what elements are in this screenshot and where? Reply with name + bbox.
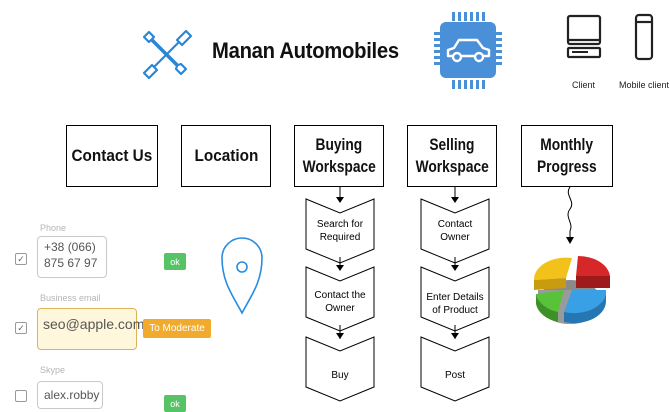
skype-checkbox[interactable] bbox=[15, 390, 27, 402]
client-label: Client bbox=[572, 80, 596, 90]
selling-step-2-line1: Enter Details bbox=[426, 292, 484, 303]
buying-step-3-line1: Buy bbox=[331, 370, 349, 381]
buying-step-1-line1: Search for bbox=[316, 219, 364, 230]
desktop-computer-icon bbox=[566, 14, 602, 59]
skype-value: alex.robby bbox=[44, 388, 100, 402]
selling-step-post[interactable]: Post bbox=[421, 370, 489, 384]
selling-step-contact[interactable]: Contact Owner bbox=[421, 219, 489, 249]
selling-step-1-line2: Owner bbox=[440, 232, 470, 243]
phone-label: Phone bbox=[40, 223, 67, 233]
mobile-client-label: Mobile client bbox=[619, 80, 670, 90]
3d-pie-chart-icon bbox=[533, 255, 610, 324]
progress-label-line2: Progress bbox=[537, 157, 597, 176]
buying-step-buy[interactable]: Buy bbox=[306, 370, 374, 384]
monthly-progress-button[interactable]: Monthly Progress bbox=[521, 125, 613, 187]
phone-ok-badge[interactable]: ok bbox=[164, 253, 186, 270]
skype-label: Skype bbox=[40, 365, 66, 375]
selling-label-line1: Selling bbox=[429, 135, 475, 154]
buying-step-2-line1: Contact the bbox=[314, 290, 366, 301]
contact-us-label: Contact Us bbox=[71, 146, 153, 165]
selling-workspace-button[interactable]: Selling Workspace bbox=[407, 125, 497, 187]
email-value: seo@apple.com bbox=[43, 316, 145, 332]
car-chip-icon bbox=[434, 12, 502, 89]
map-pin-icon bbox=[221, 237, 263, 315]
selling-step-1-line1: Contact bbox=[437, 219, 473, 230]
buying-workspace-button[interactable]: Buying Workspace bbox=[294, 125, 384, 187]
location-label: Location bbox=[194, 146, 258, 165]
buying-label-line2: Workspace bbox=[302, 157, 376, 176]
selling-step-3-line1: Post bbox=[444, 370, 465, 381]
contact-us-button[interactable]: Contact Us bbox=[66, 125, 158, 187]
phone-field[interactable]: +38 (066) 875 67 97 bbox=[37, 236, 107, 278]
selling-label-line2: Workspace bbox=[415, 157, 489, 176]
email-label: Business email bbox=[40, 293, 101, 303]
email-checkbox[interactable]: ✓ bbox=[15, 322, 27, 334]
selling-step-2-line2: of Product bbox=[432, 305, 478, 316]
skype-field[interactable]: alex.robby bbox=[37, 381, 103, 409]
buying-step-search[interactable]: Search for Required bbox=[306, 219, 374, 249]
location-button[interactable]: Location bbox=[181, 125, 271, 187]
progress-label-line1: Monthly bbox=[540, 135, 594, 154]
buying-step-2-line2: Owner bbox=[325, 303, 355, 314]
email-field[interactable]: seo@apple.com bbox=[37, 308, 145, 350]
skype-ok-badge[interactable]: ok bbox=[164, 395, 186, 412]
buying-label-line1: Buying bbox=[315, 135, 363, 154]
phone-checkbox[interactable]: ✓ bbox=[15, 253, 27, 265]
mobile-phone-icon bbox=[634, 13, 654, 61]
wrench-screwdriver-icon bbox=[142, 29, 193, 80]
buying-step-contact[interactable]: Contact the Owner bbox=[306, 290, 374, 320]
app-title: Manan Automobiles bbox=[212, 38, 399, 63]
workflow-diagram bbox=[305, 187, 490, 402]
phone-value-line1: +38 (066) bbox=[44, 240, 96, 254]
buying-step-1-line2: Required bbox=[319, 232, 361, 243]
selling-step-details[interactable]: Enter Details of Product bbox=[421, 292, 489, 322]
phone-value-line2: 875 67 97 bbox=[44, 256, 98, 270]
progress-connector bbox=[566, 187, 574, 244]
to-moderate-badge[interactable]: To Moderate bbox=[143, 319, 211, 338]
